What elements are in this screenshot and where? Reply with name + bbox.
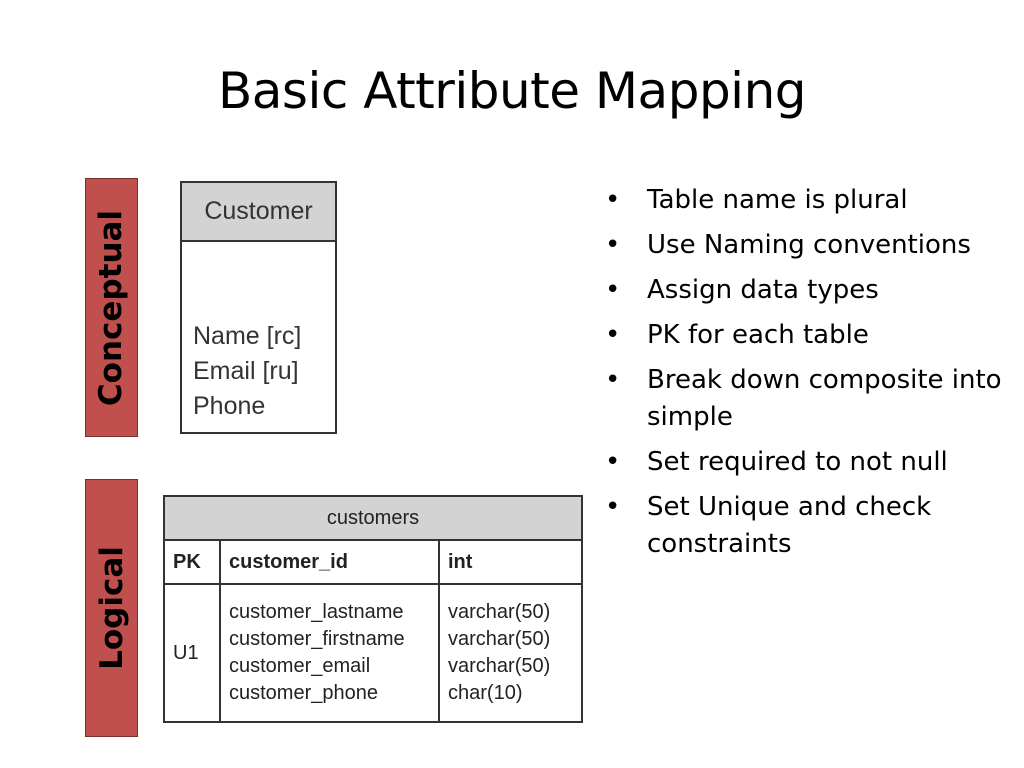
- column-name: customer_email: [229, 655, 371, 677]
- column-type: char(10): [448, 682, 523, 704]
- bullet-text: Table name is plural: [647, 185, 908, 215]
- column-names-cell: customer_lastname customer_firstname cus…: [219, 583, 440, 723]
- bullet-text: Set required to not null: [647, 447, 948, 477]
- bullet-text: PK for each table: [647, 320, 869, 350]
- unique-marker: U1: [173, 641, 199, 664]
- conceptual-label: Conceptual: [85, 178, 138, 437]
- bullet-icon: •: [605, 275, 621, 305]
- bullet-icon: •: [605, 365, 621, 395]
- bullet-icon: •: [605, 447, 621, 477]
- bullet-item: • Assign data types: [605, 272, 1005, 309]
- logical-label: Logical: [85, 479, 138, 737]
- column-type: varchar(50): [448, 601, 551, 623]
- entity-attribute: Name [rc]: [193, 322, 302, 350]
- entity-attribute: Phone: [193, 392, 266, 420]
- bullet-icon: •: [605, 320, 621, 350]
- pk-type: int: [438, 539, 583, 585]
- pk-marker: PK: [163, 539, 221, 585]
- bullet-text: Set Unique and check constraints: [647, 492, 932, 559]
- column-type: varchar(50): [448, 655, 551, 677]
- bullet-item: • Set required to not null: [605, 444, 1005, 481]
- column-name: customer_lastname: [229, 601, 404, 623]
- bullet-item: • Table name is plural: [605, 182, 1005, 219]
- bullet-icon: •: [605, 185, 621, 215]
- bullet-item: • Use Naming conventions: [605, 227, 1005, 264]
- column-types-cell: varchar(50) varchar(50) varchar(50) char…: [438, 583, 583, 723]
- customers-table: customers PK customer_id int U1 customer…: [163, 495, 583, 723]
- bullet-item: • Break down composite into simple: [605, 362, 1005, 436]
- column-name: customer_firstname: [229, 628, 405, 650]
- bullet-icon: •: [605, 492, 621, 522]
- entity-attributes: Name [rc] Email [ru] Phone: [193, 319, 301, 424]
- bullet-text: Use Naming conventions: [647, 230, 971, 260]
- bullet-item: • PK for each table: [605, 317, 1005, 354]
- bullet-list: • Table name is plural • Use Naming conven…: [605, 182, 1005, 571]
- column-type: varchar(50): [448, 628, 551, 650]
- key-marker-cell: U1: [163, 583, 221, 723]
- table-name: customers: [163, 495, 583, 541]
- customer-entity-box: Customer Name [rc] Email [ru] Phone: [180, 181, 337, 434]
- entity-name: Customer: [182, 183, 335, 242]
- bullet-item: • Set Unique and check constraints: [605, 489, 1005, 563]
- conceptual-label-text: Conceptual: [93, 209, 130, 406]
- bullet-text: Break down composite into simple: [647, 365, 1002, 432]
- bullet-text: Assign data types: [647, 275, 879, 305]
- entity-attribute: Email [ru]: [193, 357, 299, 385]
- logical-label-text: Logical: [93, 546, 130, 670]
- column-name: customer_phone: [229, 682, 378, 704]
- bullet-icon: •: [605, 230, 621, 260]
- slide-title: Basic Attribute Mapping: [217, 62, 807, 120]
- pk-column: customer_id: [219, 539, 440, 585]
